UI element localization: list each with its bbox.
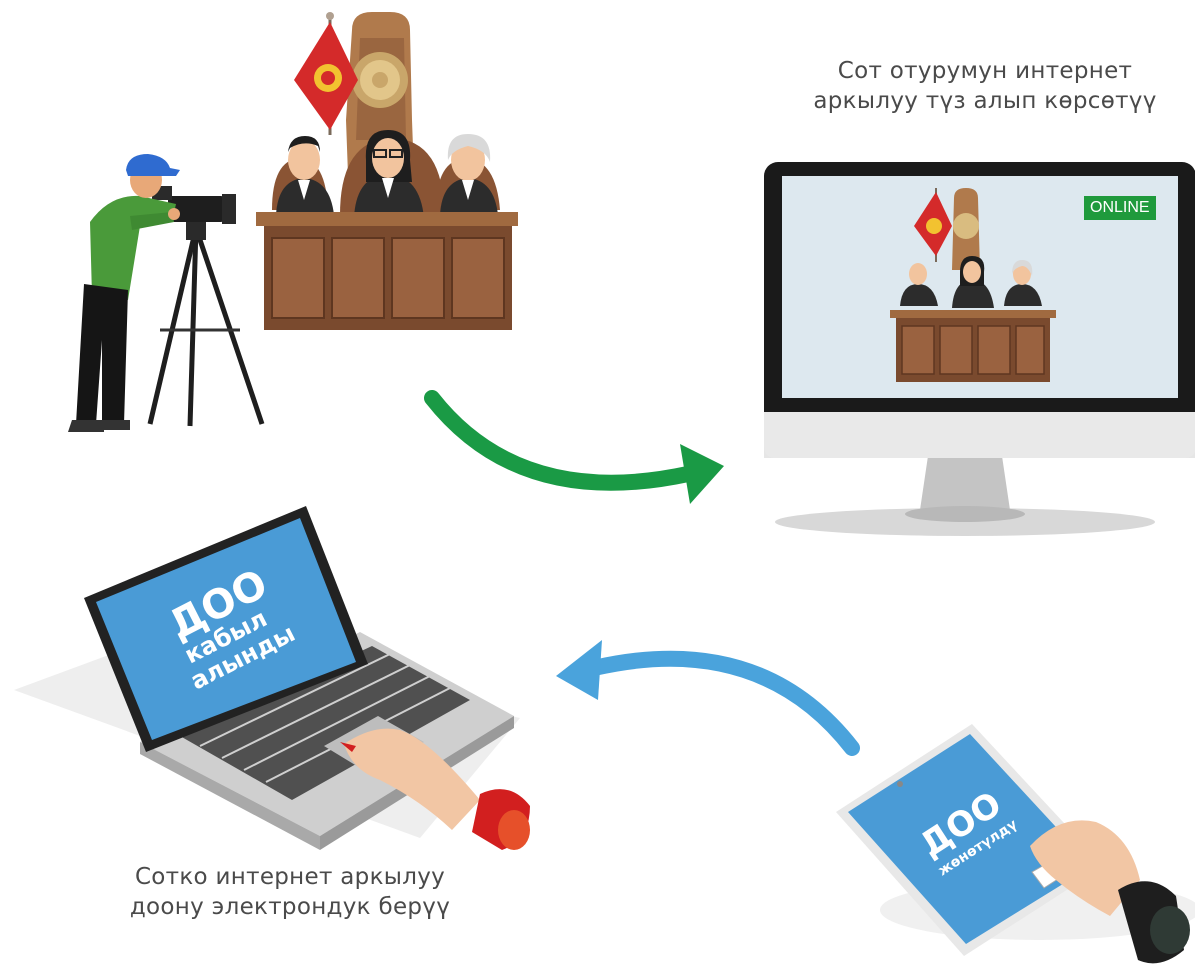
cameraman-illustration <box>68 154 265 432</box>
tablet-hand-icon <box>1030 820 1140 916</box>
green-arrow <box>424 390 724 504</box>
hand-icon <box>344 728 480 830</box>
caption-livestream-line2: аркылуу түз алып көрсөтүү <box>813 88 1157 114</box>
caption-efiling-line1: Сотко интернет аркылуу <box>134 864 446 890</box>
cap-icon <box>126 154 180 176</box>
caption-livestream: Сот отурумун интернет аркылуу түз алып к… <box>790 56 1180 116</box>
laptop-screen <box>96 518 356 740</box>
blue-arrow <box>556 640 860 756</box>
online-badge: ONLINE <box>1084 196 1156 220</box>
laptop-illustration: ДОО кабыл алынды <box>14 506 530 850</box>
courtroom-illustration <box>256 12 518 330</box>
caption-efiling-line2: доону электрондук берүү <box>129 894 451 920</box>
tablet-illustration: ДОО жөнөтүлдү <box>836 724 1195 964</box>
tablet-screen <box>848 734 1092 944</box>
video-camera-icon <box>168 196 224 222</box>
caption-livestream-line1: Сот отурумун интернет <box>837 58 1133 84</box>
caption-efiling: Сотко интернет аркылуу доону электрондук… <box>95 862 485 922</box>
